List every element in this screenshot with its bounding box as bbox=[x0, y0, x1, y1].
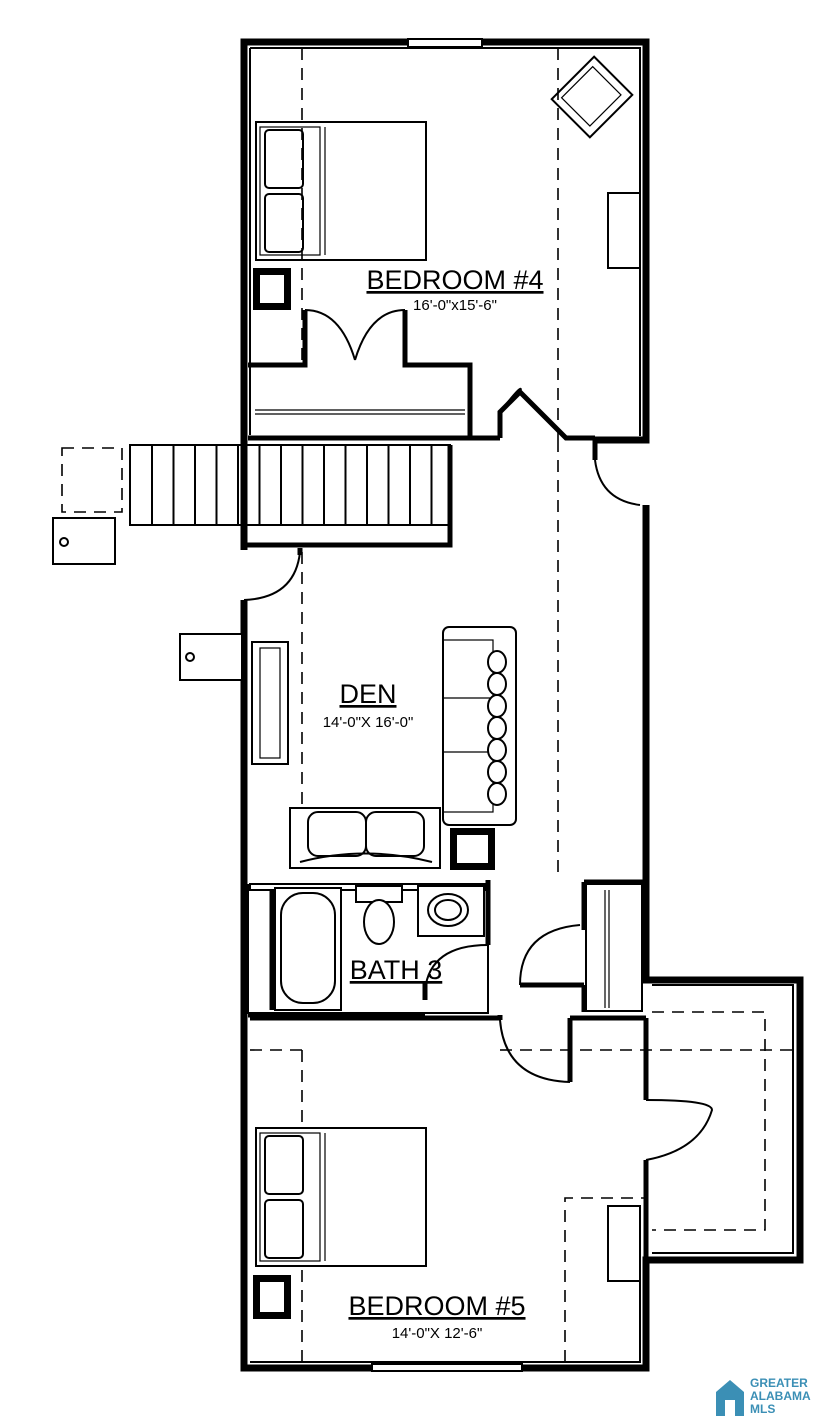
sofa-cushion bbox=[487, 760, 507, 784]
sofa-cushion bbox=[487, 782, 507, 806]
logo-line2: ALABAMA bbox=[750, 1389, 811, 1403]
den-interior bbox=[179, 440, 559, 880]
sofa-cushion bbox=[487, 650, 507, 674]
logo-line3: MLS bbox=[750, 1402, 776, 1416]
den-name: DEN bbox=[339, 679, 396, 709]
sofa-cushion bbox=[487, 672, 507, 696]
bath3-name: BATH 3 bbox=[350, 955, 443, 985]
bedroom5-name: BEDROOM #5 bbox=[348, 1291, 525, 1321]
sofa-cushion bbox=[487, 716, 507, 740]
staircase bbox=[52, 444, 453, 565]
bedroom5-dimensions: 14'-0"X 12'-6" bbox=[392, 1325, 483, 1342]
bath3-interior bbox=[247, 879, 646, 1020]
bedroom4-interior bbox=[248, 48, 641, 506]
sofa-cushion bbox=[487, 738, 507, 762]
greater-alabama-mls-logo: GREATER ALABAMA MLS bbox=[712, 1376, 830, 1418]
sofa-cushion bbox=[487, 694, 507, 718]
bedroom4-name: BEDROOM #4 bbox=[366, 265, 543, 295]
den-dimensions: 14'-0"X 16'-0" bbox=[323, 714, 414, 731]
room-labels: BEDROOM #4 16'-0"x15'-6" DEN 14'-0"X 16'… bbox=[323, 265, 544, 1342]
bedroom5-interior bbox=[250, 1011, 800, 1362]
bedroom4-dimensions: 16'-0"x15'-6" bbox=[413, 297, 497, 314]
house-icon bbox=[716, 1380, 744, 1416]
exterior-walls bbox=[240, 38, 804, 1372]
logo-line1: GREATER bbox=[750, 1376, 808, 1390]
